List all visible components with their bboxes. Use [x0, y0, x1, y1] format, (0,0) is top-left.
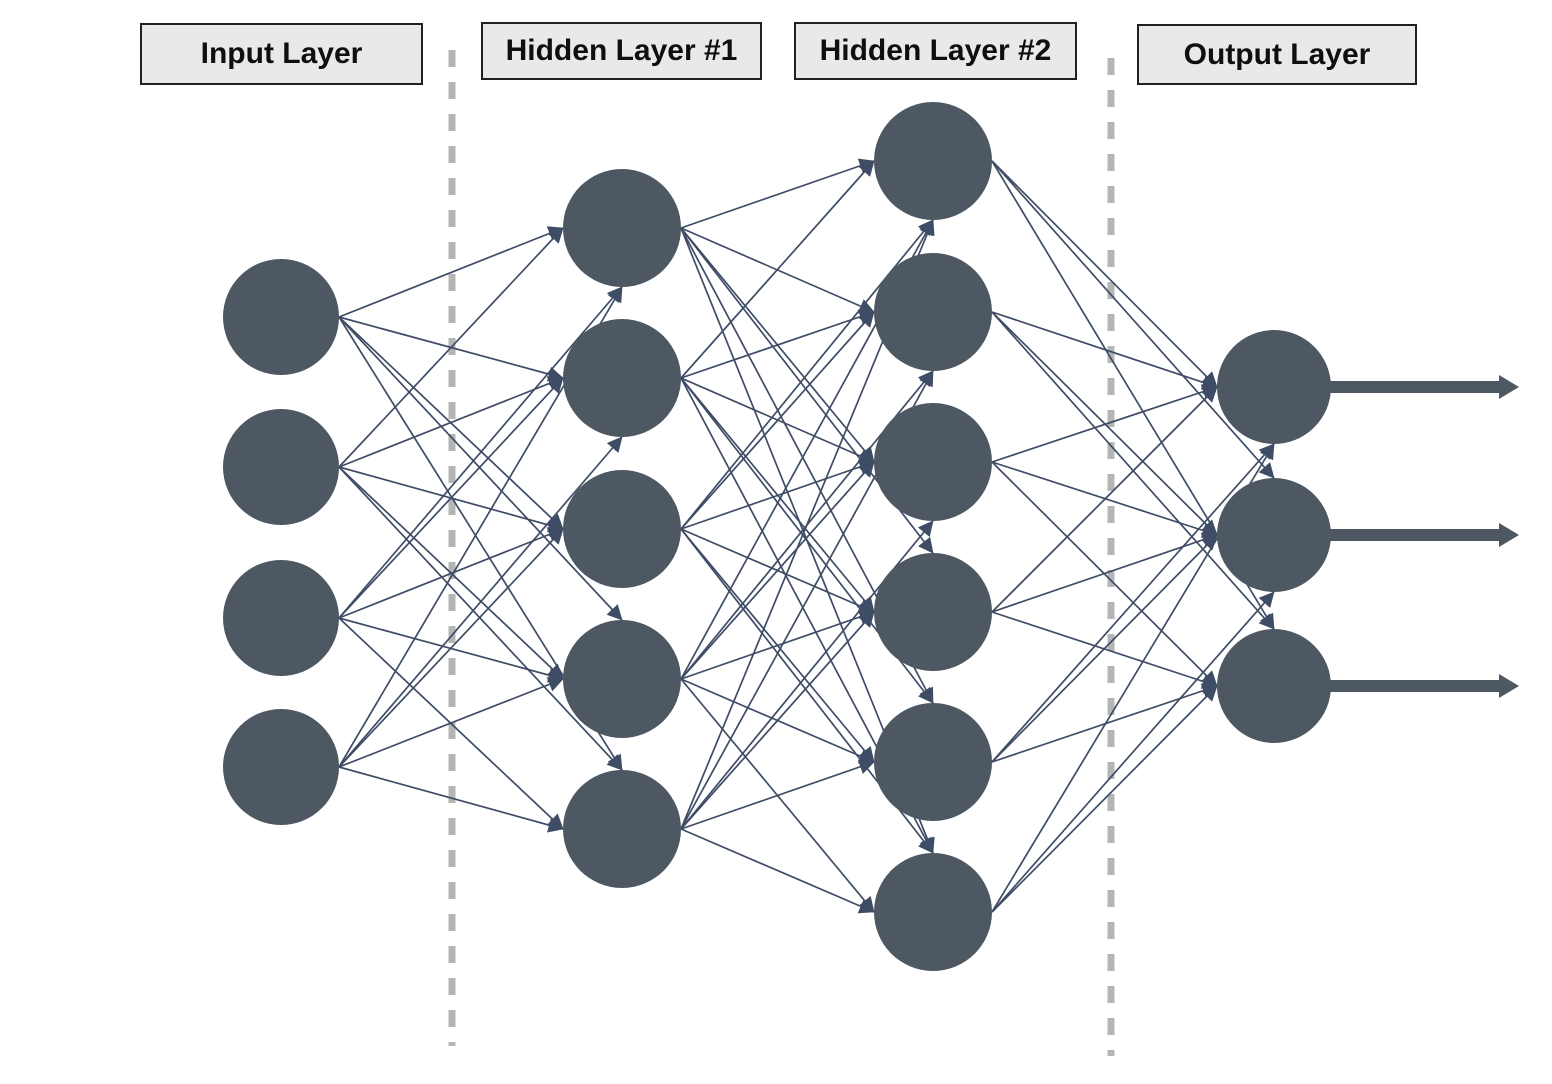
hidden1-node-3 [563, 470, 681, 588]
output-node-2 [1217, 478, 1331, 592]
input-node-1 [223, 259, 339, 375]
hidden2-node-4 [874, 553, 992, 671]
connection-arrow [991, 311, 1218, 536]
connection-arrow [680, 459, 875, 530]
connection-arrow [991, 443, 1275, 763]
hidden2-node-5 [874, 703, 992, 821]
output-node-1 [1217, 330, 1331, 444]
connection-arrow [680, 611, 875, 830]
output-arrow [1329, 375, 1519, 399]
hidden2-node-1 [874, 102, 992, 220]
hidden1-node-1 [563, 169, 681, 287]
connection-arrow [680, 311, 875, 530]
hidden2-node-2 [874, 253, 992, 371]
connection-arrow [991, 685, 1218, 913]
label-hidden-layer-2: Hidden Layer #2 [794, 22, 1077, 80]
output-arrow [1329, 674, 1519, 698]
connection-arrow [338, 316, 623, 621]
label-input-layer: Input Layer [140, 23, 423, 85]
connection-arrow [338, 528, 564, 768]
connection-arrow [991, 386, 1218, 613]
hidden2-node-3 [874, 403, 992, 521]
connection-arrow [991, 532, 1218, 613]
connection-arrow [680, 609, 875, 680]
connection-arrow [991, 160, 1275, 479]
connection-arrow [338, 766, 564, 833]
connection-arrow [991, 311, 1218, 390]
label-output-layer: Output Layer [1137, 24, 1417, 85]
connection-arrow [338, 527, 564, 619]
connection-arrow [338, 436, 623, 768]
input-node-3 [223, 560, 339, 676]
hidden1-node-4 [563, 620, 681, 738]
label-hidden-layer-1: Hidden Layer #1 [481, 22, 762, 80]
connection-arrow [338, 376, 564, 468]
connection-arrow [338, 227, 564, 468]
connection-arrow [338, 226, 564, 318]
connection-arrow [680, 158, 875, 229]
connection-arrow [991, 591, 1275, 913]
hidden2-node-6 [874, 853, 992, 971]
connection-arrow [680, 828, 875, 914]
connection-arrow [991, 160, 1218, 388]
input-node-4 [223, 709, 339, 825]
connection-arrow [991, 534, 1218, 763]
hidden1-node-2 [563, 319, 681, 437]
connection-arrow [338, 466, 623, 771]
hidden1-node-5 [563, 770, 681, 888]
connection-arrow [680, 759, 875, 830]
connection-arrow [338, 377, 564, 619]
connection-arrow [680, 309, 875, 379]
output-arrow [1329, 523, 1519, 547]
connection-arrow [338, 677, 564, 768]
connection-arrow [991, 384, 1218, 463]
input-node-2 [223, 409, 339, 525]
connection-arrow [338, 286, 623, 619]
connection-arrow [680, 461, 875, 680]
connection-arrow [680, 160, 875, 379]
output-node-3 [1217, 629, 1331, 743]
